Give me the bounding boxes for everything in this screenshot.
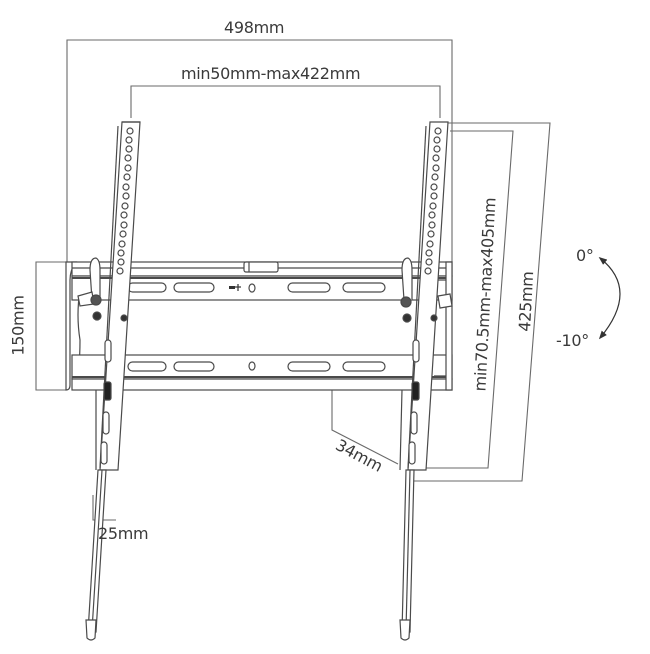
- dim-arm-height: [410, 122, 551, 482]
- label-plate-height: 150mm: [8, 295, 28, 356]
- dim-vesa-vertical: [420, 130, 514, 469]
- label-tilt-top: 0°: [576, 246, 594, 265]
- safety-lock-tab: [243, 261, 279, 273]
- label-tilt-bottom: -10°: [556, 331, 589, 350]
- dim-vesa-horizontal: [130, 85, 441, 118]
- right-arm: [399, 121, 453, 641]
- level-mark-icon: [229, 284, 241, 291]
- label-arm-height: 425mm: [515, 270, 538, 333]
- dim-plate-height: [35, 261, 66, 391]
- right-arm-holes: [424, 127, 442, 275]
- dim-overall-width: [66, 39, 453, 262]
- label-overall-width: 498mm: [224, 18, 285, 37]
- left-arm: [77, 121, 141, 641]
- left-arm-holes: [116, 127, 134, 275]
- label-vesa-horizontal: min50mm-max422mm: [181, 64, 361, 83]
- dim-wall-distance: [331, 390, 399, 465]
- curved-double-arrow-icon: [598, 256, 621, 340]
- dimension-lines: [35, 39, 551, 521]
- label-arm-width: 25mm: [98, 524, 149, 543]
- dim-arm-width: [92, 495, 116, 521]
- wall-plate: [65, 261, 453, 391]
